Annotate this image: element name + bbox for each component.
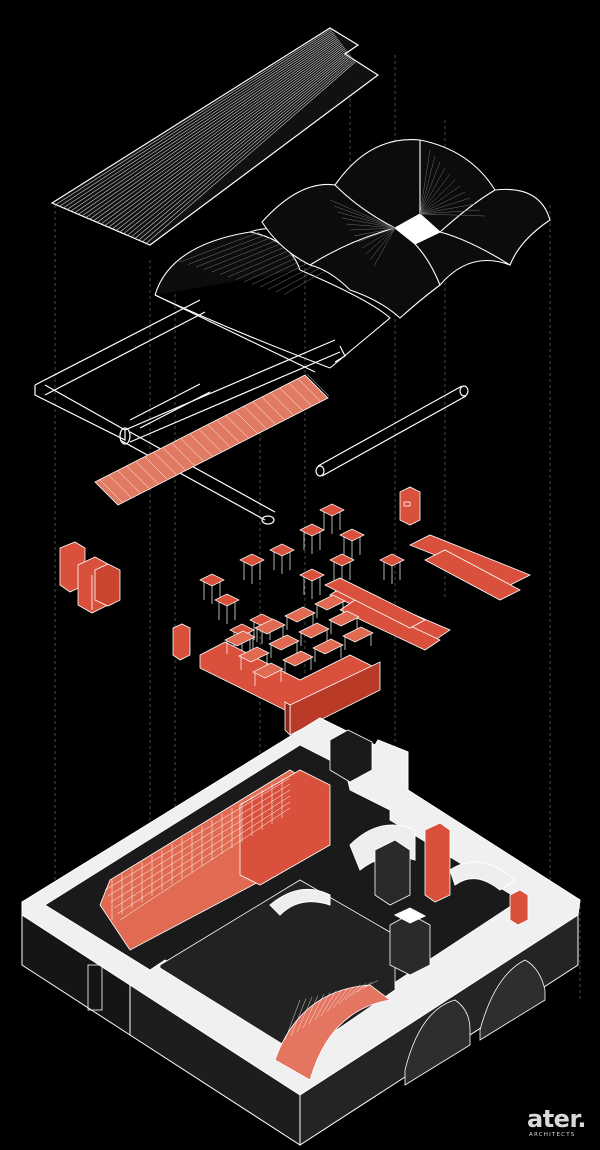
acoustic-baffles (94, 374, 330, 506)
bench-tables-right (324, 534, 531, 651)
furniture-layer (59, 486, 531, 736)
logo-wordmark: ater. (527, 1105, 586, 1133)
bar-table-cluster (199, 503, 405, 654)
standing-cabinet (399, 486, 421, 526)
table-grid-bottom (224, 594, 374, 686)
duct-system (34, 299, 469, 525)
logo-subtitle: ARCHITECTS (529, 1132, 576, 1138)
architects-logo: ater. ARCHITECTS (527, 1107, 586, 1138)
booth-seating (199, 641, 381, 736)
appliance-cluster (59, 541, 121, 614)
groin-vault-ceiling (261, 138, 551, 319)
host-podium (172, 623, 191, 661)
roof-slab (50, 27, 380, 246)
ground-floor-volume (21, 717, 581, 1146)
